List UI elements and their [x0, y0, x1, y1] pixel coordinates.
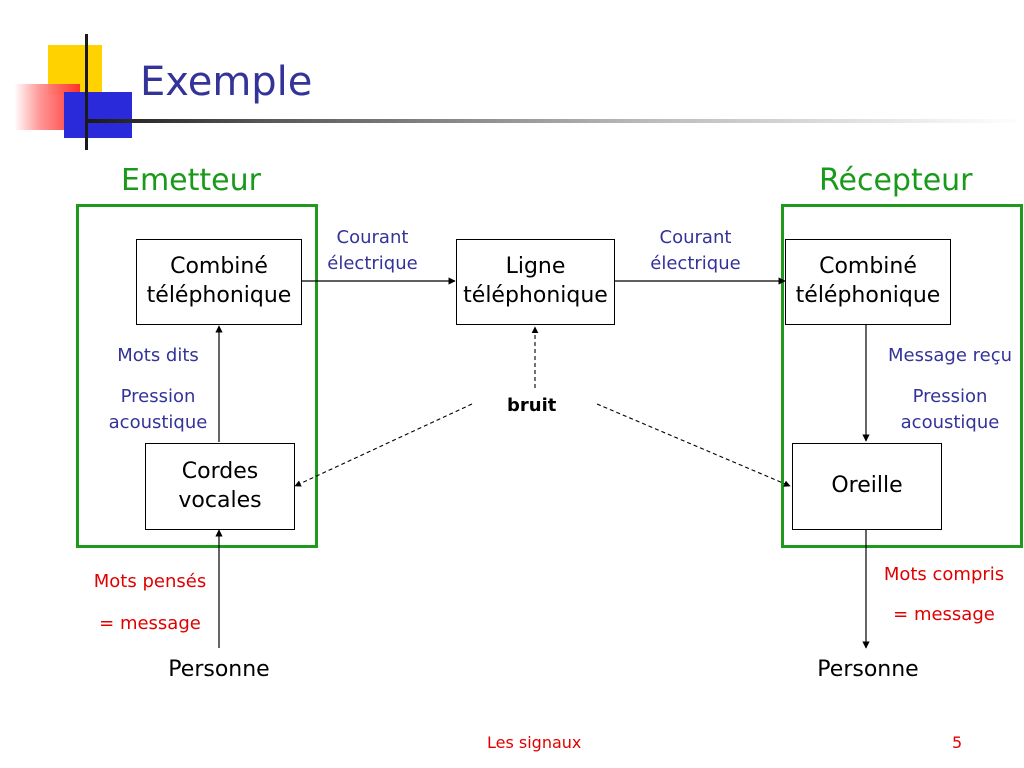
logo-vertical-line: [85, 34, 88, 150]
pressure-label-left: Pression acoustique: [108, 386, 208, 434]
emitter-title: Emetteur: [121, 163, 261, 198]
slide-title: Exemple: [140, 59, 313, 105]
thought-words-label: Mots pensés: [93, 571, 207, 592]
message-received-label: Message reçu: [888, 345, 1012, 366]
emitter-group-frame: [76, 204, 318, 548]
ear-box: Oreille: [792, 443, 942, 530]
noise-arrow-to-ear: [596, 403, 791, 487]
equals-message-left-label: = message: [99, 613, 201, 634]
page-number: 5: [952, 733, 963, 752]
equals-message-right-label: = message: [893, 604, 995, 625]
noise-arrow-to-cords: [294, 403, 473, 487]
person-label-right: Personne: [817, 657, 919, 682]
logo-blue-square: [64, 92, 132, 138]
receiver-handset-box: Combiné téléphonique: [785, 239, 951, 325]
current-label-left: Courant électrique: [327, 227, 418, 275]
receiver-title: Récepteur: [819, 163, 973, 198]
emitter-handset-box: Combiné téléphonique: [136, 239, 302, 325]
phone-line-box: Ligne téléphonique: [456, 239, 615, 325]
receiver-group-frame: [781, 204, 1023, 548]
pressure-label-right: Pression acoustique: [900, 386, 1000, 434]
current-label-right: Courant électrique: [650, 227, 741, 275]
understood-words-label: Mots compris: [883, 564, 1005, 585]
noise-label: bruit: [507, 395, 557, 416]
footer-text: Les signaux: [487, 733, 582, 752]
vocal-cords-box: Cordes vocales: [145, 443, 295, 530]
spoken-words-label: Mots dits: [117, 345, 199, 366]
title-underline: [88, 119, 1024, 123]
person-label-left: Personne: [168, 657, 270, 682]
